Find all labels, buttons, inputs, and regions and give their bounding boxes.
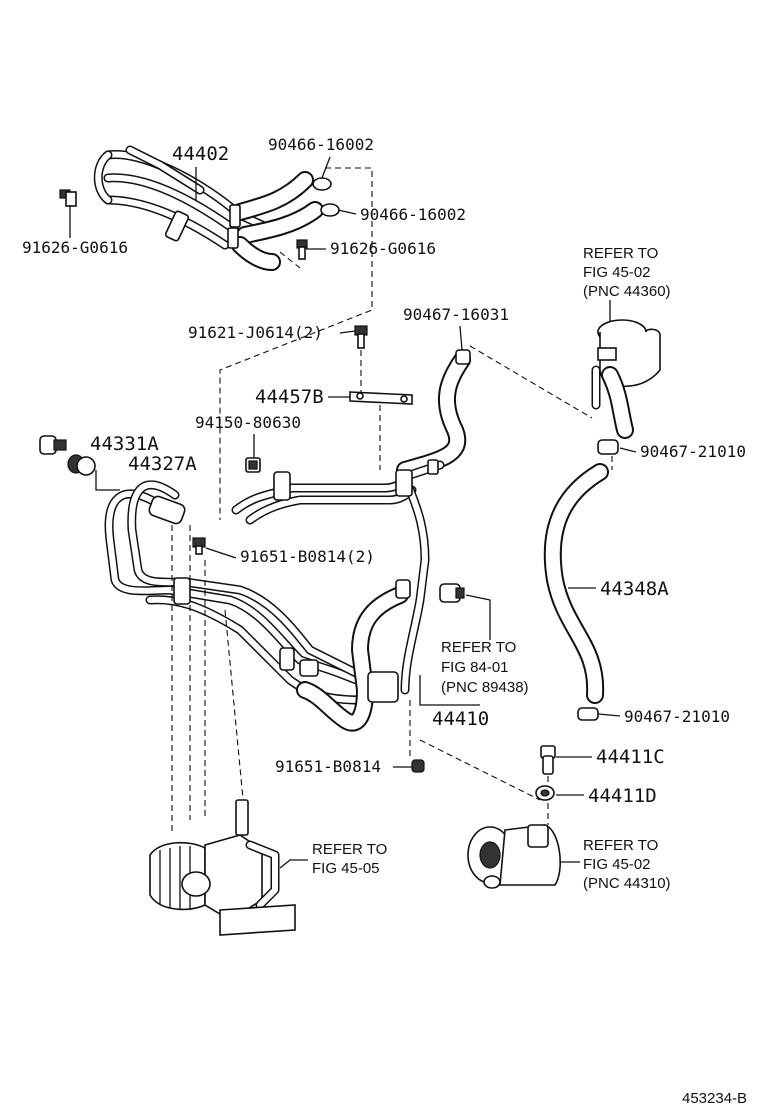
union-bolt-icon bbox=[540, 745, 556, 775]
pressure-switch-icon bbox=[439, 583, 465, 603]
clip-icon bbox=[349, 391, 413, 405]
label-94150-80630: 94150-80630 bbox=[195, 413, 301, 432]
ref-fig-84-01-line3: (PNC 89438) bbox=[441, 679, 529, 696]
hose-clamp-icon bbox=[312, 177, 340, 217]
label-91626-a: 91626-G0616 bbox=[22, 238, 128, 257]
ref-fig-45-02-a-line2: FIG 45-02 bbox=[583, 264, 651, 281]
ref-fig-84-01-line1: REFER TO bbox=[441, 639, 516, 656]
suction-hose-44348A bbox=[543, 463, 609, 704]
nut-icon bbox=[245, 457, 261, 473]
label-44411D: 44411D bbox=[588, 785, 657, 807]
reservoir-icon bbox=[591, 319, 661, 439]
o-ring-icon bbox=[67, 454, 96, 476]
cooler-tube-assembly-44402 bbox=[93, 145, 324, 271]
label-91621-j0614: 91621-J0614(2) bbox=[188, 323, 323, 342]
return-hose bbox=[396, 349, 471, 479]
label-91651-b0814: 91651-B0814 bbox=[275, 757, 381, 776]
figure-id: 453234-B bbox=[682, 1090, 747, 1107]
label-44457B: 44457B bbox=[255, 386, 324, 408]
ref-fig-84-01-line2: FIG 84-01 bbox=[441, 659, 509, 676]
pump-icon bbox=[467, 824, 561, 889]
label-91626-b: 91626-G0616 bbox=[330, 239, 436, 258]
label-90467-16031: 90467-16031 bbox=[403, 305, 509, 324]
label-90466-a: 90466-16002 bbox=[268, 135, 374, 154]
label-44411C: 44411C bbox=[596, 746, 665, 768]
label-44410: 44410 bbox=[432, 708, 489, 730]
pressure-tube-lower bbox=[104, 480, 375, 705]
label-44402: 44402 bbox=[172, 143, 229, 165]
bolt-icon bbox=[354, 325, 368, 349]
ref-fig-45-02-a-line1: REFER TO bbox=[583, 245, 658, 262]
label-90467-21010-b: 90467-21010 bbox=[624, 707, 730, 726]
label-90467-21010-a: 90467-21010 bbox=[640, 442, 746, 461]
ref-fig-45-05-line2: FIG 45-05 bbox=[312, 860, 380, 877]
label-44327A: 44327A bbox=[128, 453, 197, 475]
union-fitting-icon bbox=[39, 435, 67, 455]
gasket-icon bbox=[535, 785, 555, 801]
label-91651-b0814-2: 91651-B0814(2) bbox=[240, 547, 375, 566]
pressure-hose bbox=[296, 579, 411, 732]
ref-fig-45-02-b-line3: (PNC 44310) bbox=[583, 875, 671, 892]
label-44348A: 44348A bbox=[600, 578, 669, 600]
pressure-tube-mid bbox=[231, 459, 445, 695]
steering-gear-icon bbox=[149, 799, 296, 936]
bolt-icon bbox=[192, 537, 206, 555]
ref-fig-45-05-line1: REFER TO bbox=[312, 841, 387, 858]
ref-fig-45-02-a-line3: (PNC 44360) bbox=[583, 283, 671, 300]
ref-fig-45-02-b-line2: FIG 45-02 bbox=[583, 856, 651, 873]
bolt-icon bbox=[59, 189, 308, 260]
hose-clamp-icon bbox=[577, 439, 619, 721]
label-44331A: 44331A bbox=[90, 433, 159, 455]
ref-fig-45-02-b-line1: REFER TO bbox=[583, 837, 658, 854]
label-90466-b: 90466-16002 bbox=[360, 205, 466, 224]
bolt-icon bbox=[411, 759, 425, 773]
